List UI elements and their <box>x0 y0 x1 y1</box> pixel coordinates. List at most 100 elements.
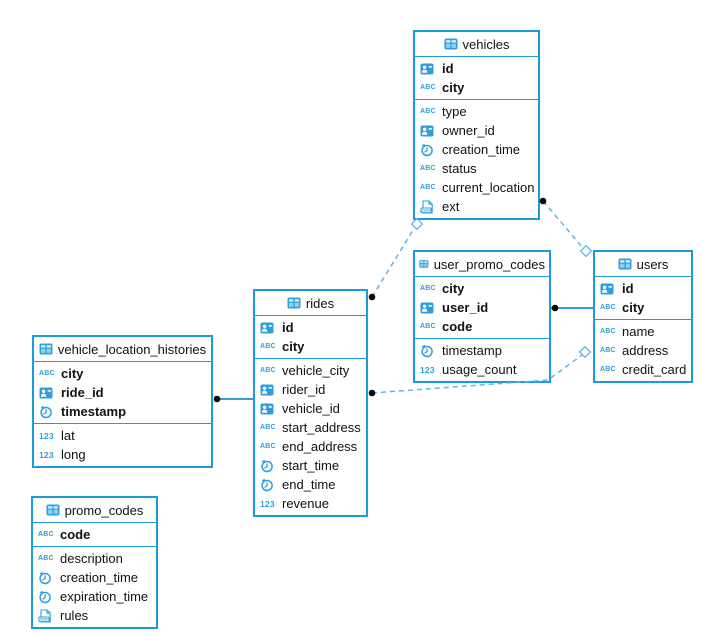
column-name: code <box>442 319 473 334</box>
uuid-type-icon <box>260 384 274 395</box>
uuid-type-icon <box>420 302 434 313</box>
column-row-id: id <box>415 59 538 78</box>
column-name: city <box>442 281 465 296</box>
text-type-icon: ABC <box>260 424 276 431</box>
column-name: credit_card <box>622 362 687 377</box>
table-header-vehicles[interactable]: vehicles <box>415 32 538 57</box>
text-type-icon: ABC <box>420 165 436 172</box>
column-name: address <box>622 343 669 358</box>
table-icon <box>444 38 458 50</box>
column-row-id: id <box>595 279 691 298</box>
table-icon <box>419 260 429 268</box>
column-row-vehicle_city: ABC vehicle_city <box>255 361 366 380</box>
column-type-icon-wrap: ABC <box>260 443 278 450</box>
column-name: id <box>442 61 454 76</box>
column-name: lat <box>61 428 75 443</box>
column-row-id: id <box>255 318 366 337</box>
uuid-type-icon <box>420 125 434 136</box>
column-name: creation_time <box>60 570 139 585</box>
column-name: type <box>442 104 467 119</box>
table-name: user_promo_codes <box>433 256 545 272</box>
column-type-icon-wrap: ABC <box>420 84 438 91</box>
column-name: vehicle_city <box>282 363 350 378</box>
column-name: city <box>442 80 465 95</box>
relation-line-rides-to-vehicles[interactable] <box>371 226 416 298</box>
column-name: city <box>282 339 305 354</box>
text-type-icon: ABC <box>420 323 436 330</box>
column-type-icon-wrap: ABC <box>260 343 278 350</box>
column-row-creation_time: creation_time <box>415 140 538 159</box>
column-name: long <box>61 447 86 462</box>
table-name: rides <box>305 295 335 311</box>
json-type-icon: JSON <box>38 608 51 623</box>
column-type-icon-wrap: ABC <box>600 304 618 311</box>
column-row-city: ABC city <box>595 298 691 317</box>
table-icon <box>287 297 301 309</box>
column-row-ride_id: ride_id <box>34 383 211 402</box>
column-name: rider_id <box>282 382 326 397</box>
relation-line-vehicles-to-users[interactable] <box>542 200 584 249</box>
column-row-vehicle_id: vehicle_id <box>255 399 366 418</box>
table-icon <box>618 258 632 270</box>
relation-line-rides-to-users[interactable] <box>371 354 583 394</box>
column-name: city <box>61 366 84 381</box>
column-type-icon-wrap: ABC <box>600 366 618 373</box>
column-name: city <box>622 300 645 315</box>
column-name: vehicle_id <box>282 401 340 416</box>
table-icon <box>46 504 60 516</box>
relation-parent-diamond-icon <box>410 217 424 231</box>
table-header-promo_codes[interactable]: promo_codes <box>33 498 156 523</box>
table-header-user_promo_codes[interactable]: user_promo_codes <box>415 252 549 277</box>
text-type-icon: ABC <box>600 304 616 311</box>
column-type-icon-wrap <box>39 405 57 419</box>
column-row-rules: JSON rules <box>33 606 156 625</box>
number-type-icon: 123 <box>39 430 54 441</box>
column-name: timestamp <box>61 404 127 419</box>
column-row-city: ABC city <box>255 337 366 356</box>
column-row-owner_id: owner_id <box>415 121 538 140</box>
text-type-icon: ABC <box>38 555 54 562</box>
column-row-user_id: user_id <box>415 298 549 317</box>
column-type-icon-wrap <box>260 321 278 335</box>
column-type-icon-wrap: ABC <box>420 285 438 292</box>
column-name: start_time <box>282 458 340 473</box>
uuid-type-icon <box>260 403 274 414</box>
column-name: usage_count <box>442 362 517 377</box>
column-name: end_time <box>282 477 336 492</box>
table-header-rides[interactable]: rides <box>255 291 366 316</box>
json-type-icon: JSON <box>420 199 433 214</box>
column-type-icon-wrap: 123 <box>39 431 57 441</box>
text-type-icon: ABC <box>260 367 276 374</box>
column-name: owner_id <box>442 123 495 138</box>
text-type-icon: ABC <box>600 366 616 373</box>
column-row-timestamp: timestamp <box>34 402 211 421</box>
uuid-type-icon <box>600 283 614 294</box>
relation-parent-diamond-icon <box>579 244 593 258</box>
text-type-icon: ABC <box>600 328 616 335</box>
column-name: ext <box>442 199 460 214</box>
column-row-timestamp: timestamp <box>415 341 549 360</box>
text-type-icon: ABC <box>420 285 436 292</box>
table-header-vehicle_location_histories[interactable]: vehicle_location_histories <box>34 337 211 362</box>
uuid-type-icon <box>260 322 274 333</box>
table-header-users[interactable]: users <box>595 252 691 277</box>
column-name: description <box>60 551 123 566</box>
timestamp-type-icon <box>40 405 52 418</box>
